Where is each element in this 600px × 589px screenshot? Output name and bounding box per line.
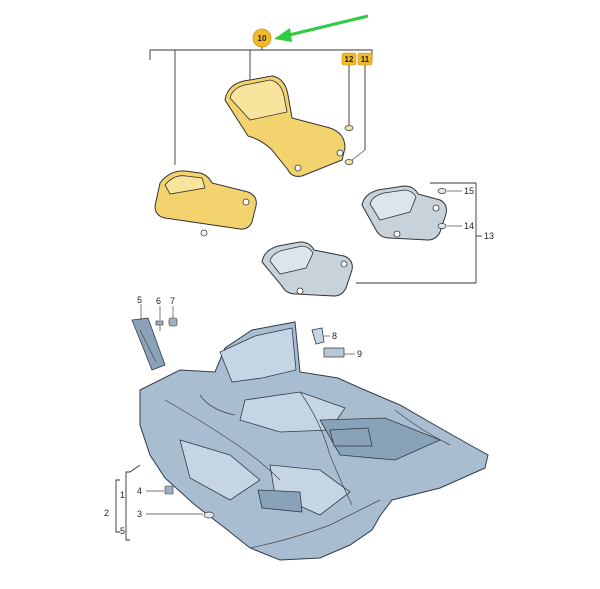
clip-4-part — [164, 485, 174, 495]
yellow-mat-front-large — [224, 75, 346, 177]
floor-carpet — [139, 321, 489, 561]
callout-14-label[interactable]: 14 — [464, 221, 474, 231]
callout-4-label[interactable]: 4 — [137, 486, 142, 496]
clip-15-part — [437, 188, 447, 194]
bracket-13 — [356, 182, 482, 284]
callout-15-label[interactable]: 15 — [464, 186, 474, 196]
grey-mat-rear-right — [361, 185, 447, 241]
clip-3-part — [203, 511, 215, 519]
callout-9-label[interactable]: 9 — [357, 349, 362, 359]
callout-5-bottom-label[interactable]: 5 — [120, 526, 125, 536]
screw-6-part — [155, 320, 164, 331]
callout-5-top-label[interactable]: 5 — [137, 295, 142, 305]
yellow-mat-front-small — [154, 170, 257, 237]
callout-10-label: 10 — [258, 34, 267, 43]
callout-10-badge[interactable]: 10 — [252, 28, 272, 48]
callout-13-label[interactable]: 13 — [484, 231, 494, 241]
callout-11-badge[interactable]: 11 — [357, 52, 373, 66]
clip-7-part — [168, 317, 178, 327]
fastener-11-part — [344, 159, 354, 165]
bracket-8-part — [311, 327, 325, 345]
callout-6-label[interactable]: 6 — [156, 296, 161, 306]
callout-1-label[interactable]: 1 — [120, 490, 125, 500]
callout-11-label: 11 — [361, 55, 370, 64]
gas-pedal-cover-part — [131, 317, 166, 371]
green-arrow-icon — [274, 14, 369, 42]
grey-mat-rear-left — [261, 241, 353, 297]
callout-12-badge[interactable]: 12 — [341, 52, 357, 66]
pad-9-part — [323, 347, 345, 358]
callout-3-label[interactable]: 3 — [137, 509, 142, 519]
bracket-2 — [115, 464, 141, 541]
callout-7-label[interactable]: 7 — [170, 296, 175, 306]
fastener-12-part — [344, 125, 354, 131]
clip-14-part — [437, 223, 447, 229]
callout-2-label[interactable]: 2 — [104, 508, 109, 518]
callout-12-label: 12 — [345, 55, 354, 64]
callout-8-label[interactable]: 8 — [332, 331, 337, 341]
